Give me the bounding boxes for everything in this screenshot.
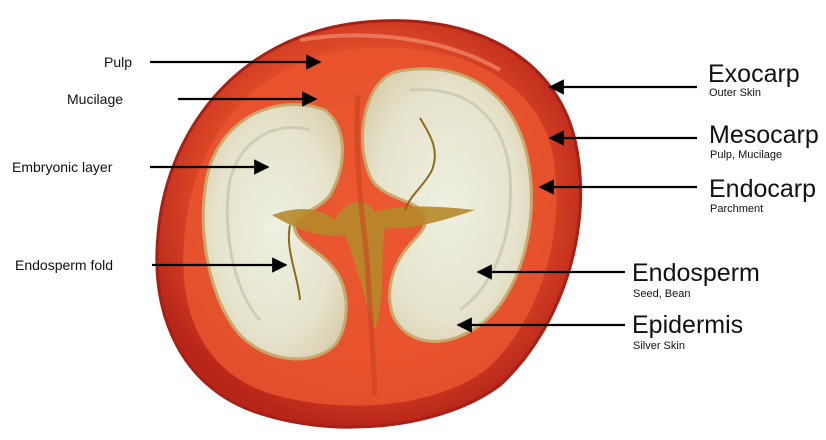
label-mesocarp-sub: Pulp, Mucilage xyxy=(710,150,782,161)
label-mesocarp: Mesocarp xyxy=(709,123,819,148)
label-epidermis-sub: Silver Skin xyxy=(633,341,685,352)
label-endosperm: Endosperm xyxy=(632,261,760,286)
label-mucilage: Mucilage xyxy=(67,92,123,106)
label-exocarp: Exocarp xyxy=(708,62,800,87)
label-endosperm-sub: Seed, Bean xyxy=(633,289,691,300)
label-epidermis: Epidermis xyxy=(632,313,743,338)
label-embryonic-layer: Embryonic layer xyxy=(12,160,112,174)
label-endocarp: Endocarp xyxy=(709,177,816,202)
label-pulp: Pulp xyxy=(104,55,132,69)
label-exocarp-sub: Outer Skin xyxy=(709,88,761,99)
label-endocarp-sub: Parchment xyxy=(710,204,763,215)
cherry-cross-section xyxy=(157,21,581,428)
label-endosperm-fold: Endosperm fold xyxy=(15,258,113,272)
